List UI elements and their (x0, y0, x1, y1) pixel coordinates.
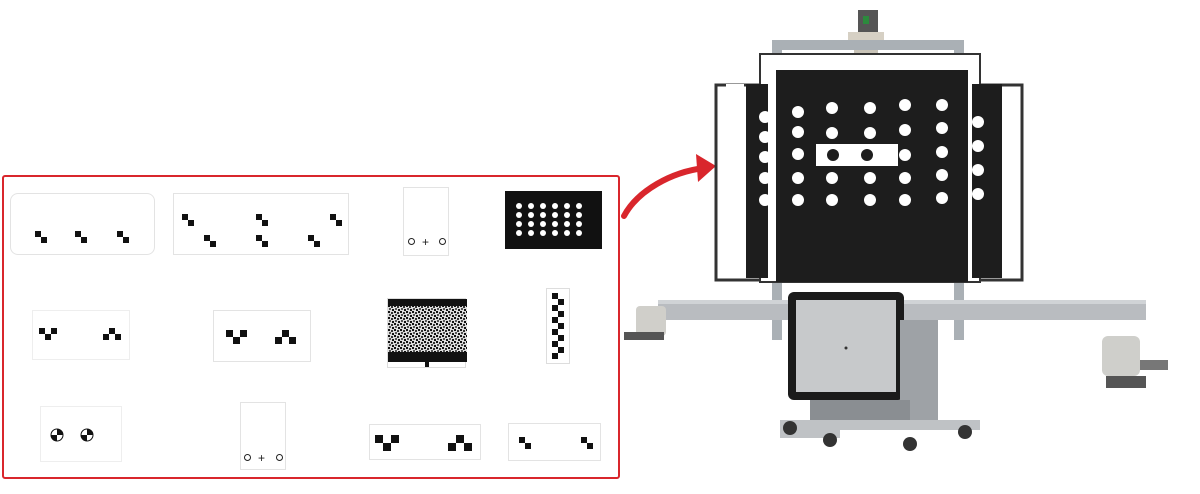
target-vertical-checker-strip (546, 288, 570, 364)
target-dual-pyramid-board-medium (213, 310, 311, 362)
target-dual-checker-board (508, 423, 601, 461)
target-cross-ring-board-large: + (240, 402, 286, 470)
target-collection-frame (2, 175, 620, 479)
target-dot-grid-board (505, 191, 602, 249)
target-noise-pattern-board (387, 298, 467, 368)
arrow-icon (621, 154, 716, 219)
crosshair-icon: + (258, 451, 266, 465)
target-dual-pyramid-board-large (369, 424, 481, 460)
target-cross-ring-board: + (403, 187, 449, 256)
target-dual-circle-board (40, 406, 122, 462)
adas-stand-icon (624, 10, 1168, 451)
target-dual-pyramid-board-small (32, 310, 130, 360)
target-scattered-checker-board (173, 193, 349, 255)
target-three-checker-board (10, 193, 155, 255)
crosshair-icon: + (422, 235, 430, 249)
